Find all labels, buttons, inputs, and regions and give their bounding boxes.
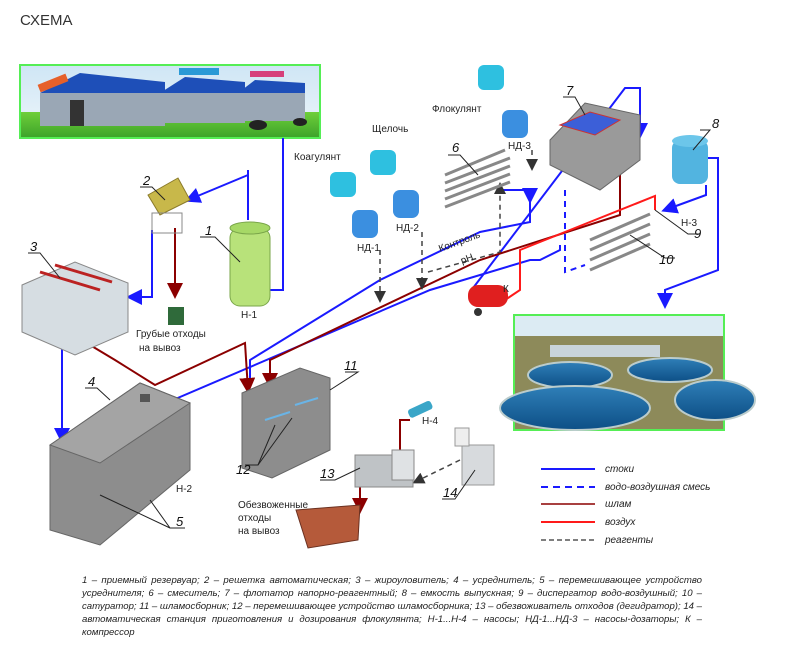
page-title: СХЕМА — [20, 12, 73, 29]
compressor-k — [468, 285, 508, 316]
num-2: 2 — [142, 173, 151, 188]
coarse-waste-label-2: на вывоз — [139, 343, 181, 354]
num-9: 9 — [694, 226, 701, 241]
saturator-10 — [589, 212, 651, 272]
koagulyant-label: Коагулянт — [294, 152, 341, 163]
legend-stoki: стоки — [605, 464, 635, 475]
num-10: 10 — [659, 252, 674, 267]
kontrol-label: Контроль — [437, 230, 482, 255]
num-13: 13 — [320, 466, 335, 481]
sludge-collector-11 — [241, 367, 331, 479]
pump-nd2-label: НД-2 — [396, 223, 419, 234]
legend-water-air: водо-воздушная смесь — [605, 482, 710, 493]
reagent-tanks — [330, 65, 528, 238]
num-3: 3 — [30, 239, 38, 254]
pump-nd1-label: НД-1 — [357, 243, 380, 254]
num-12: 12 — [236, 462, 251, 477]
num-4: 4 — [88, 374, 95, 389]
legend-reagents: реагенты — [604, 535, 654, 546]
coarse-waste-label-1: Грубые отходы — [136, 328, 206, 340]
num-8: 8 — [712, 116, 720, 131]
shchelech-label: Щелочь — [372, 124, 408, 135]
diagram-caption: 1 – приемный резервуар; 2 – решетка авто… — [82, 575, 702, 638]
dewatered-waste-label-3: на вывоз — [238, 526, 280, 537]
pipes-water-air-mix — [564, 190, 586, 274]
dewatered-waste-label-2: отходы — [238, 513, 271, 524]
flotator-7 — [549, 102, 641, 191]
waste-bin — [168, 307, 184, 325]
num-1: 1 — [205, 223, 212, 238]
legend-shlam: шлам — [605, 499, 632, 510]
dewatered-waste-label-1: Обезвоженные — [238, 499, 308, 511]
num-7: 7 — [566, 83, 574, 98]
waste-container — [295, 504, 361, 549]
compressor-label: К — [503, 284, 509, 295]
pump-nd3-label: НД-3 — [508, 141, 531, 152]
grease-trap-3 — [21, 261, 129, 356]
legend-air: воздух — [605, 517, 636, 528]
mixer-6 — [444, 148, 511, 209]
equalizer-4 — [48, 382, 192, 546]
auto-screen-2 — [147, 177, 191, 234]
num-14: 14 — [443, 485, 457, 500]
treatment-plant-photo — [499, 314, 756, 431]
flokulyant-label: Флокулянт — [432, 104, 482, 115]
ph-label: pH — [459, 252, 475, 267]
pipes-reagents — [374, 150, 538, 484]
pump-n1-label: Н-1 — [241, 310, 258, 321]
legend: стоки водо-воздушная смесь шлам воздух р… — [541, 464, 710, 546]
flocculant-station-14 — [454, 427, 495, 486]
farm-photo — [19, 64, 321, 139]
num-11: 11 — [344, 358, 358, 373]
item-numbers — [28, 96, 712, 529]
num-5: 5 — [176, 514, 184, 529]
pump-n3-label: Н-3 — [681, 218, 698, 229]
pump-n2-label: Н-2 — [176, 484, 193, 495]
receiving-tank-1 — [229, 221, 271, 307]
num-6: 6 — [452, 140, 460, 155]
outlet-tank-8 — [672, 135, 708, 184]
pump-n4 — [407, 400, 433, 418]
pump-n4-label: Н-4 — [422, 416, 439, 427]
pipes-air — [504, 194, 656, 301]
dehydrator-13 — [354, 449, 415, 488]
